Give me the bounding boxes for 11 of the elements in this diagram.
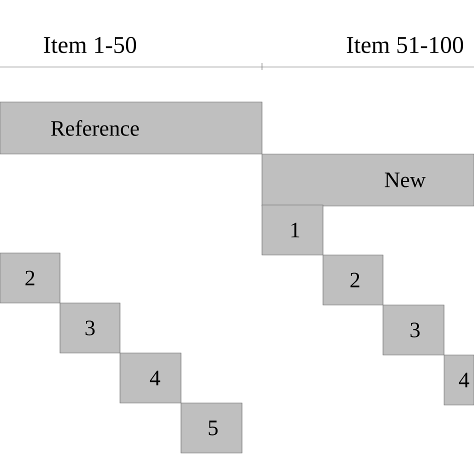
block-box: 5 [180, 402, 242, 454]
block-box: 3 [382, 304, 444, 356]
column-heading: Item 1-50 [44, 36, 136, 54]
timeline-bar: Reference [0, 102, 262, 154]
column-heading: Item 51-100 [346, 36, 464, 54]
block-box: 3 [60, 302, 120, 354]
block-box: 4 [120, 352, 182, 404]
block-box: 1 [262, 204, 324, 256]
block-box: 2 [322, 254, 384, 306]
block-box: 2 [0, 252, 60, 304]
block-box: 4 [444, 354, 474, 406]
